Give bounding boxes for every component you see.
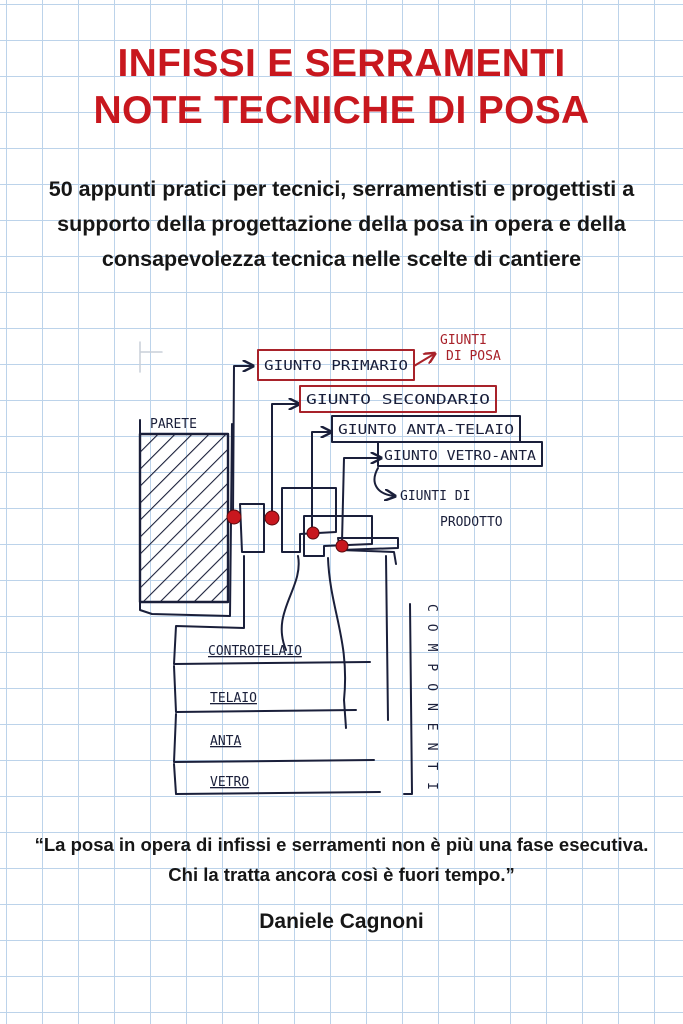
- leader-anta-telaio: [311, 432, 330, 529]
- joint-label-anta-telaio: GIUNTO ANTA-TELAIO: [338, 423, 514, 438]
- components-heading: COMPONENTI: [424, 604, 439, 790]
- joint-marker-4: [335, 539, 349, 553]
- component-label-controtelaio: CONTROTELAIO: [208, 644, 302, 659]
- leader-primario: [232, 366, 252, 516]
- leader-secondario: [271, 404, 298, 519]
- group-label-product-2: PRODOTTO: [440, 515, 503, 530]
- cover-title: INFISSI E SERRAMENTI NOTE TECNICHE DI PO…: [0, 40, 683, 134]
- wall-label: PARETE: [150, 417, 197, 432]
- sash-leg: [327, 557, 347, 729]
- title-line-2: NOTE TECNICHE DI POSA: [93, 89, 590, 132]
- bracket-telaio: [173, 665, 357, 713]
- joint-marker-2: [264, 510, 280, 526]
- cover-quote: “La posa in opera di infissi e serrament…: [34, 834, 649, 885]
- frame-leg: [280, 555, 300, 651]
- subframe-profile: [239, 503, 265, 553]
- group-label-product-1: GIUNTI DI: [400, 489, 470, 504]
- joint-label-primario: GIUNTO PRIMARIO: [264, 359, 408, 374]
- joint-marker-3: [306, 526, 320, 540]
- components-bracket: [403, 603, 413, 795]
- wall-hatch: [138, 432, 230, 604]
- bracket-controtelaio: [173, 555, 371, 665]
- cover-author: Daniele Cagnoni: [259, 910, 424, 933]
- title-line-1: INFISSI E SERRAMENTI: [117, 42, 566, 85]
- sash-profile: [303, 515, 373, 557]
- joint-marker-1: [226, 509, 242, 525]
- bracket-vetro: [173, 763, 381, 795]
- cover-subtitle: 50 appunti pratici per tecnici, serramen…: [48, 177, 635, 271]
- glass-leg: [385, 555, 389, 721]
- group-label-joints-2: DI POSA: [446, 349, 501, 364]
- hand-drawn-sketch: PARETE GIUNTO PRIMARIO GIUNTO SECONDARIO…: [138, 333, 543, 795]
- bracket-anta: [173, 713, 375, 763]
- component-label-vetro: VETRO: [210, 775, 249, 790]
- frame-profile: [281, 487, 337, 553]
- joint-label-vetro-anta: GIUNTO VETRO-ANTA: [384, 449, 536, 464]
- component-label-telaio: TELAIO: [210, 691, 257, 706]
- leader-vetro-anta: [341, 458, 380, 543]
- component-label-anta: ANTA: [210, 734, 241, 749]
- leader-product: [373, 467, 394, 496]
- arrow-to-joints-group: [413, 354, 434, 367]
- wall-outline: [139, 419, 233, 617]
- joint-label-secondario: GIUNTO SECONDARIO: [306, 393, 490, 408]
- group-label-joints-1: GIUNTI: [440, 333, 487, 348]
